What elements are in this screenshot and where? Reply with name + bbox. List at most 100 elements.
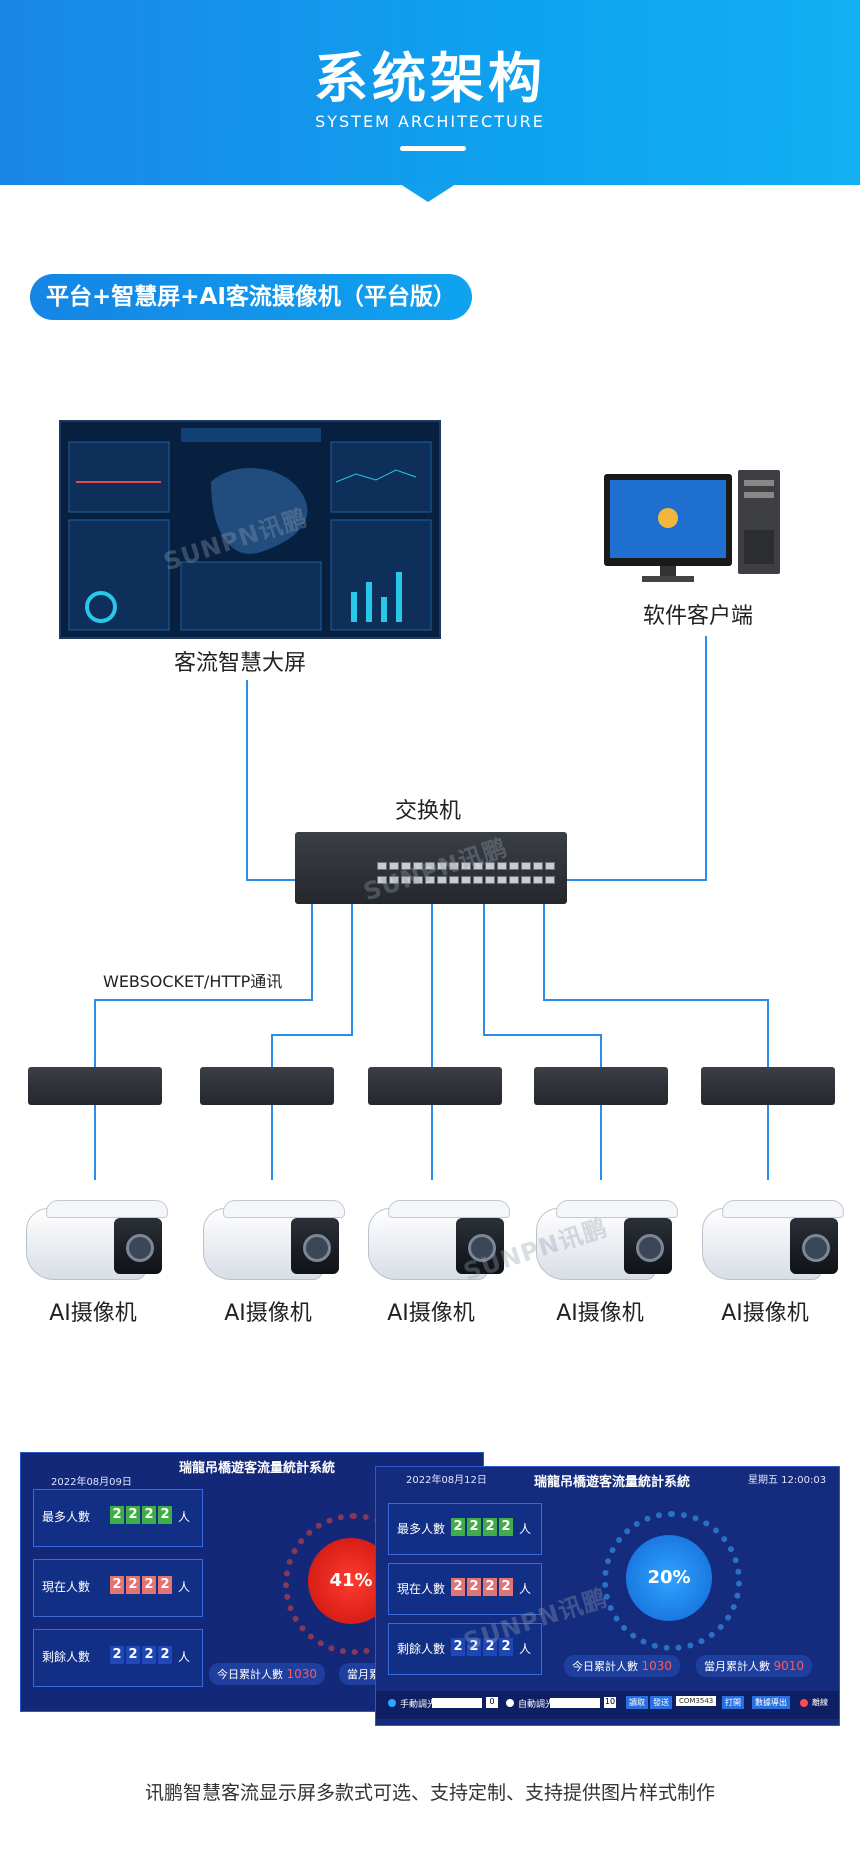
- digit: 2: [126, 1576, 140, 1594]
- today-total-value: 1030: [641, 1659, 673, 1673]
- wire-switch-sw2: [271, 900, 353, 1067]
- display-panel-right: 瑞龍吊橋遊客流量統計系統 2022年08月12日 星期五 12:00:03 最多…: [375, 1466, 840, 1726]
- ai-camera-2: [203, 1198, 345, 1283]
- page-title: 系统架构: [314, 47, 546, 110]
- wire-screen-switch: [246, 680, 300, 881]
- title-underline: [400, 146, 466, 151]
- stat-label: 剩餘人數: [397, 1642, 446, 1656]
- wire-client-switch: [562, 636, 707, 881]
- access-switch-3: [368, 1067, 502, 1105]
- ai-camera-3: [368, 1198, 510, 1283]
- protocol-label: WEBSOCKET/HTTP通讯: [103, 972, 283, 991]
- digit: 2: [483, 1518, 497, 1536]
- today-total-left: 今日累計人數 1030: [209, 1663, 326, 1685]
- month-total-right: 當月累計人數 9010: [696, 1655, 813, 1677]
- access-switch-2: [200, 1067, 334, 1105]
- gauge-percent-right: 20%: [626, 1535, 712, 1621]
- stat-unit: 人: [178, 1580, 191, 1594]
- digit: 2: [467, 1578, 481, 1596]
- header-pointer: [400, 184, 456, 202]
- port-select[interactable]: COM3543: [676, 1696, 717, 1706]
- panel-right-date: 2022年08月12日: [406, 1475, 487, 1486]
- send-button[interactable]: 發送: [650, 1696, 672, 1709]
- status-label: 離線: [812, 1698, 828, 1707]
- digit: 2: [110, 1646, 124, 1664]
- header-banner: [0, 0, 860, 185]
- digit: 2: [451, 1638, 465, 1656]
- manual-radio[interactable]: [388, 1699, 396, 1707]
- auto-radio[interactable]: [506, 1699, 514, 1707]
- digit: 2: [126, 1506, 140, 1524]
- digit: 2: [126, 1646, 140, 1664]
- panel-right-title: 瑞龍吊橋遊客流量統計系統: [534, 1475, 691, 1490]
- status-indicator: [800, 1699, 808, 1707]
- digit: 2: [467, 1518, 481, 1536]
- section-label: 平台+智慧屏+AI客流摄像机（平台版）: [30, 274, 472, 320]
- digit: 2: [158, 1506, 172, 1524]
- digit: 2: [499, 1638, 513, 1656]
- digit: 2: [110, 1506, 124, 1524]
- auto-value[interactable]: 10: [604, 1697, 616, 1708]
- wire-switch-sw1: [94, 900, 313, 1067]
- ai-camera-5: [702, 1198, 844, 1283]
- stat-label: 現在人數: [42, 1580, 91, 1594]
- auto-slider[interactable]: [550, 1698, 600, 1708]
- stat-current-left: 現在人數 2 2 2 2 人: [33, 1559, 203, 1617]
- manual-value[interactable]: 0: [486, 1697, 498, 1708]
- digit: 2: [483, 1578, 497, 1596]
- client-label: 软件客户端: [643, 604, 754, 629]
- stat-label: 剩餘人數: [42, 1650, 91, 1664]
- auto-label: 自動調光: [518, 1700, 555, 1710]
- panel-left-date: 2022年08月09日: [51, 1477, 132, 1488]
- wire-switch-sw4: [483, 900, 602, 1067]
- digit: 2: [451, 1578, 465, 1596]
- switch-label: 交换机: [395, 799, 462, 824]
- month-total-label: 當月累計人數: [704, 1660, 770, 1673]
- stat-remaining-left: 剩餘人數 2 2 2 2 人: [33, 1629, 203, 1687]
- month-total-value: 9010: [773, 1659, 805, 1673]
- ai-camera-4: [536, 1198, 678, 1283]
- panel-left-title: 瑞龍吊橋遊客流量統計系統: [179, 1461, 336, 1476]
- today-total-label: 今日累計人數: [217, 1668, 283, 1681]
- digit: 2: [142, 1506, 156, 1524]
- dashboard-thumbnail: [68, 428, 432, 631]
- today-total-value: 1030: [286, 1667, 318, 1681]
- open-button[interactable]: 打開: [722, 1696, 744, 1709]
- control-strip: 手動調光 0 自動調光 10 讀取 發送 COM3543 打開 數據導出 離線: [376, 1691, 839, 1719]
- stat-label: 最多人數: [42, 1510, 91, 1524]
- stat-unit: 人: [178, 1650, 191, 1664]
- today-total-right: 今日累計人數 1030: [564, 1655, 681, 1677]
- manual-slider[interactable]: [432, 1698, 482, 1708]
- manual-label: 手動調光: [400, 1700, 437, 1710]
- stat-current-right: 現在人數 2 2 2 2 人: [388, 1563, 542, 1615]
- stat-max-left: 最多人數 2 2 2 2 人: [33, 1489, 203, 1547]
- export-button[interactable]: 數據導出: [752, 1696, 790, 1709]
- digit: 2: [467, 1638, 481, 1656]
- digit: 2: [110, 1576, 124, 1594]
- core-switch: [295, 832, 567, 904]
- camera-label-2: AI摄像机: [224, 1301, 312, 1326]
- stat-label: 最多人數: [397, 1522, 446, 1536]
- digit: 2: [158, 1646, 172, 1664]
- stat-unit: 人: [178, 1510, 191, 1524]
- stat-unit: 人: [519, 1642, 532, 1656]
- digit: 2: [142, 1576, 156, 1594]
- wire-switch-sw5: [543, 900, 769, 1067]
- big-screen-label: 客流智慧大屏: [174, 651, 307, 676]
- digit: 2: [142, 1646, 156, 1664]
- read-button[interactable]: 讀取: [626, 1696, 648, 1709]
- ai-camera-1: [26, 1198, 168, 1283]
- stat-max-right: 最多人數 2 2 2 2 人: [388, 1503, 542, 1555]
- stat-remaining-right: 剩餘人數 2 2 2 2 人: [388, 1623, 542, 1675]
- stat-unit: 人: [519, 1522, 532, 1536]
- today-total-label: 今日累計人數: [572, 1660, 638, 1673]
- digit: 2: [499, 1518, 513, 1536]
- camera-label-1: AI摄像机: [49, 1301, 137, 1326]
- digit: 2: [158, 1576, 172, 1594]
- footer-note: 讯鹏智慧客流显示屏多款式可选、支持定制、支持提供图片样式制作: [144, 1782, 715, 1804]
- stat-label: 現在人數: [397, 1582, 446, 1596]
- stat-unit: 人: [519, 1582, 532, 1596]
- digit: 2: [451, 1518, 465, 1536]
- access-switch-5: [701, 1067, 835, 1105]
